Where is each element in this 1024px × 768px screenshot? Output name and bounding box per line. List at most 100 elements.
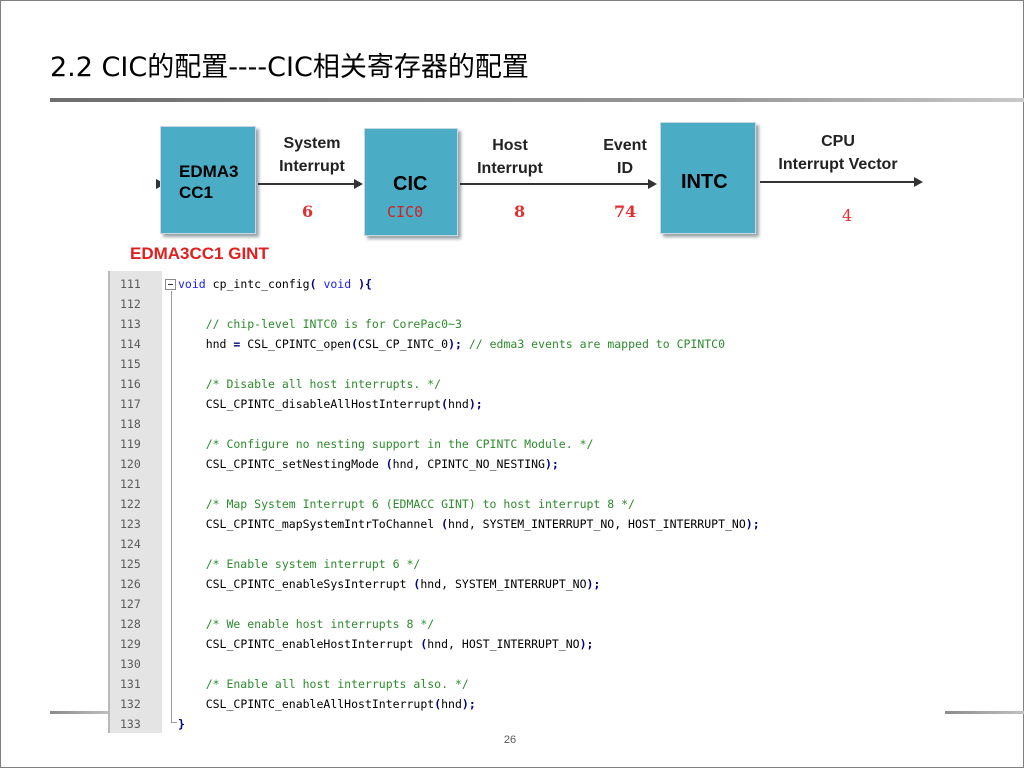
paren: ) — [461, 697, 469, 711]
line-number: 111 — [120, 277, 141, 291]
fold-guide — [171, 291, 172, 723]
function-call: CSL_CPINTC_disableAllHostInterrupt — [205, 397, 442, 411]
cic0-value: CIC0 — [387, 203, 424, 221]
arguments: CSL_CP_INTC_0 — [358, 337, 449, 351]
code-text: CSL_CPINTC_enableHostInterrupt (hnd, HOS… — [178, 634, 594, 654]
paren: ( — [434, 697, 442, 711]
code-prefix — [178, 697, 206, 711]
edma3-cc1-label: EDMA3 CC1 — [179, 162, 239, 202]
keyword: void — [178, 277, 206, 291]
line-number: 125 — [120, 557, 141, 571]
footer-rule-right — [942, 711, 1024, 714]
paren: ( — [385, 457, 393, 471]
collapse-icon[interactable] — [165, 279, 176, 290]
line-number: 123 — [120, 517, 141, 531]
function-name: cp_intc_config — [212, 277, 310, 291]
code-line: 119 /* Configure no nesting support in t… — [110, 434, 945, 454]
inline-comment: // edma3 events are mapped to CPINTC0 — [461, 337, 726, 351]
semicolon: ; — [586, 637, 594, 651]
semicolon: ; — [475, 397, 483, 411]
function-call: CSL_CPINTC_setNestingMode — [205, 457, 386, 471]
interrupt-flow-diagram: EDMA3 CC1 System Interrupt 6 CIC CIC0 Ho… — [150, 112, 940, 262]
arguments: hnd — [441, 697, 462, 711]
function-call: CSL_CPINTC_enableHostInterrupt — [205, 637, 421, 651]
code-text: /* Enable system interrupt 6 */ — [178, 557, 421, 571]
paren: ) — [586, 577, 594, 591]
code-text: // chip-level INTC0 is for CorePac0~3 — [178, 317, 462, 331]
line-number: 112 — [120, 297, 141, 311]
function-call: CSL_CPINTC_enableAllHostInterrupt — [205, 697, 435, 711]
code-text: void cp_intc_config( void ){ — [178, 274, 372, 294]
line-number: 133 — [120, 717, 141, 731]
code-prefix: hnd — [178, 337, 234, 351]
function-call: CSL_CPINTC_mapSystemIntrToChannel — [205, 517, 442, 531]
code-line: 121 — [110, 474, 945, 494]
line-number: 114 — [120, 337, 141, 351]
function-call: CSL_CPINTC_enableSysInterrupt — [205, 577, 414, 591]
arguments: hnd, HOST_INTERRUPT_NO — [427, 637, 580, 651]
line-number: 115 — [120, 357, 141, 371]
line-number: 132 — [120, 697, 141, 711]
line-number-gutter — [110, 271, 162, 733]
semicolon: ; — [468, 697, 476, 711]
paren: ) — [544, 457, 552, 471]
paren: ( — [441, 517, 449, 531]
brace: { — [365, 277, 372, 291]
cic-label: CIC — [393, 173, 428, 195]
intc-box: INTC — [660, 122, 756, 234]
code-text: CSL_CPINTC_disableAllHostInterrupt(hnd); — [178, 394, 483, 414]
code-prefix — [178, 457, 206, 471]
event-id-value: 74 — [614, 202, 637, 221]
line-number: 117 — [120, 397, 141, 411]
paren: ( — [441, 397, 449, 411]
arguments: hnd, SYSTEM_INTERRUPT_NO, HOST_INTERRUPT… — [448, 517, 746, 531]
code-line: 112 — [110, 294, 945, 314]
line-number: 124 — [120, 537, 141, 551]
paren: ) — [745, 517, 753, 531]
paren: ( — [351, 337, 359, 351]
arguments: hnd, SYSTEM_INTERRUPT_NO — [420, 577, 587, 591]
arguments: hnd — [448, 397, 469, 411]
code-line: 115 — [110, 354, 945, 374]
system-interrupt-label: System Interrupt — [279, 135, 345, 175]
code-line: 130 — [110, 654, 945, 674]
code-text: /* Disable all host interrupts. */ — [178, 377, 442, 391]
edma3-cc1-box: EDMA3 CC1 — [160, 126, 256, 234]
lead-in-dot — [150, 179, 165, 189]
footer-rule-left — [50, 711, 110, 714]
semicolon: ; — [551, 457, 559, 471]
code-line: 127 — [110, 594, 945, 614]
paren: ) — [358, 277, 366, 291]
line-number: 121 — [120, 477, 141, 491]
cpu-vector-value: 4 — [842, 206, 853, 225]
code-line: 124 — [110, 534, 945, 554]
cpu-interrupt-vector-label: CPU Interrupt Vector — [778, 133, 898, 173]
edma3cc1-gint-label: EDMA3CC1 GINT — [130, 244, 269, 263]
host-interrupt-value: 8 — [514, 202, 526, 221]
cic-box: CIC CIC0 — [364, 128, 458, 236]
system-interrupt-value: 6 — [302, 202, 314, 221]
code-text: hnd = CSL_CPINTC_open(CSL_CP_INTC_0); //… — [178, 334, 725, 354]
paren: ( — [413, 577, 421, 591]
code-text: /* Configure no nesting support in the C… — [178, 437, 594, 451]
title-underline — [50, 98, 1024, 102]
line-number: 131 — [120, 677, 141, 691]
function-call: CSL_CPINTC_open — [240, 337, 352, 351]
line-number: 119 — [120, 437, 141, 451]
arrow-edma-to-cic — [258, 179, 363, 189]
code-text: CSL_CPINTC_setNestingMode (hnd, CPINTC_N… — [178, 454, 559, 474]
paren: ( — [420, 637, 428, 651]
line-number: 128 — [120, 617, 141, 631]
code-line: 117 CSL_CPINTC_disableAllHostInterrupt(h… — [110, 394, 945, 414]
code-line: 114 hnd = CSL_CPINTC_open(CSL_CP_INTC_0)… — [110, 334, 945, 354]
code-line: 133} — [110, 714, 945, 734]
code-line: 113 // chip-level INTC0 is for CorePac0~… — [110, 314, 945, 334]
paren: ) — [448, 337, 455, 351]
paren: ) — [579, 637, 587, 651]
page-number: 26 — [503, 734, 517, 746]
code-text: CSL_CPINTC_enableAllHostInterrupt(hnd); — [178, 694, 476, 714]
line-number: 116 — [120, 377, 141, 391]
line-number: 127 — [120, 597, 141, 611]
arguments: hnd, CPINTC_NO_NESTING — [392, 457, 545, 471]
slide-title: 2.2 CIC的配置----CIC相关寄存器的配置 — [50, 52, 529, 83]
